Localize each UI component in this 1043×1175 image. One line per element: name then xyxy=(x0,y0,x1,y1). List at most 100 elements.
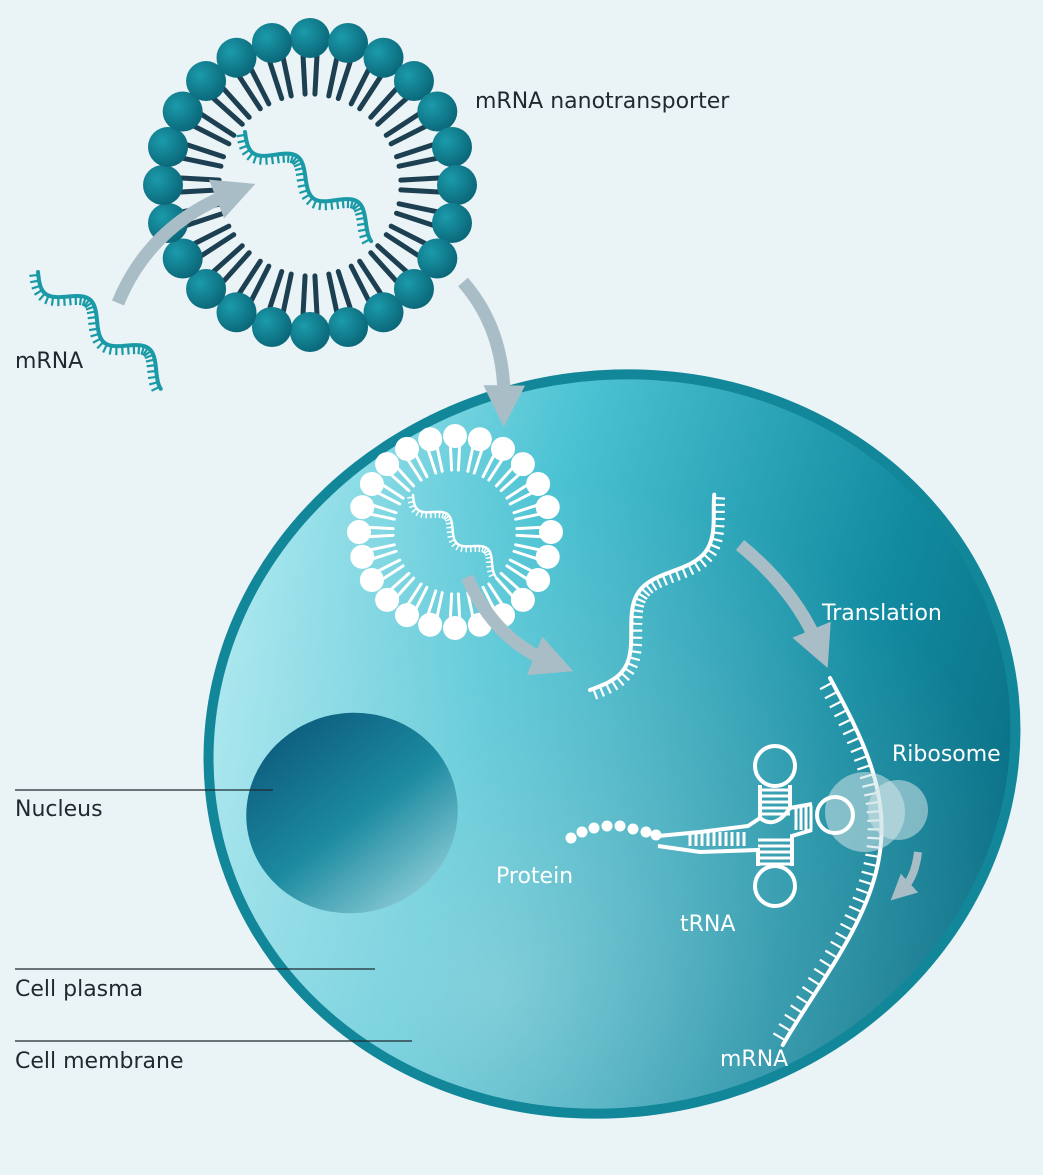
mrna-strand-released-base xyxy=(610,679,619,691)
inner-lipid-tail xyxy=(481,453,496,479)
mrna-strand-in-inner-transporter-base xyxy=(407,496,414,499)
mrna-strand-outside-base xyxy=(86,310,97,315)
mrna-strand-released-base xyxy=(698,557,707,568)
mrna-strand-translating-base xyxy=(772,1032,787,1042)
amino-acid-bead xyxy=(627,823,639,835)
mrna-strand-translating-base xyxy=(824,690,838,700)
mrna-strand-translating-base xyxy=(855,887,870,895)
inner-lipid-tail xyxy=(481,585,496,611)
mrna-strand-translating-base xyxy=(790,1004,804,1014)
inner-lipid-head xyxy=(443,424,467,448)
outer-lipid-head xyxy=(216,37,257,78)
mrna-strand-translating-base xyxy=(838,718,852,727)
outer-lipid-tail xyxy=(398,175,442,183)
mrna-strand-in-transporter-backbone xyxy=(243,130,374,244)
mrna-strand-outside-base xyxy=(121,345,124,356)
inner-lipid-tail xyxy=(514,512,541,521)
mrna-strand-in-inner-transporter-base xyxy=(446,531,453,534)
mrna-strand-in-transporter-base xyxy=(349,199,354,209)
outer-lipid-head xyxy=(186,268,227,309)
mrna-strand-translating-base xyxy=(861,870,876,877)
inner-lipid-head xyxy=(535,544,560,569)
mrna-strand-outside-base xyxy=(137,345,141,355)
mrna-strand-in-inner-transporter-base xyxy=(420,511,424,518)
mrna-strand-released-base xyxy=(712,531,724,535)
outer-lipid-head xyxy=(328,23,369,64)
mrna-strand-outside-base xyxy=(44,295,50,305)
mrna-strand-in-transporter-base xyxy=(357,228,368,233)
mrna-strand-in-transporter-base xyxy=(241,148,251,156)
mrna-strand-released-base xyxy=(687,564,695,576)
inner-lipid-tail xyxy=(426,448,438,475)
mrna-strand-released-base xyxy=(620,672,630,682)
inner-lipid-tail xyxy=(367,525,395,531)
cell-plasma-highlight xyxy=(213,379,1011,1109)
mrna-strand-outside-base xyxy=(148,381,159,386)
outer-lipid-tail xyxy=(396,201,439,215)
inner-lipid-head xyxy=(375,587,400,612)
mrna-strand-outside-base xyxy=(31,284,41,290)
inner-lipid-tail xyxy=(472,448,484,475)
mrna-strand-outside-base xyxy=(147,369,157,374)
outer-lipid-head xyxy=(162,238,203,279)
inner-lipid-tail xyxy=(376,558,402,573)
outer-lipid-tail xyxy=(237,74,263,112)
amino-acid-bead xyxy=(588,822,600,834)
mrna-strand-translating-base xyxy=(819,958,833,968)
mrna-strand-translating-base xyxy=(850,745,865,754)
outer-lipid-head xyxy=(393,61,434,102)
mrna-strand-outside-base xyxy=(96,341,105,350)
mrna-strand-outside-base xyxy=(85,305,95,311)
mrna-strand-translating-base xyxy=(824,949,838,959)
pointer-lines xyxy=(15,789,412,1042)
outer-lipid-head xyxy=(437,165,477,205)
mrna-strand-released-base xyxy=(711,537,723,543)
mrna-strand-in-transporter-base xyxy=(291,155,299,165)
inner-lipid-tail xyxy=(381,483,405,500)
outer-lipid-tail xyxy=(221,86,252,120)
outer-lipid-tail xyxy=(388,124,428,147)
outer-lipid-head xyxy=(363,37,404,78)
mrna-strand-in-inner-transporter-base xyxy=(408,504,416,509)
mrna-strand-outside-base xyxy=(88,321,98,326)
mrna-strand-in-transporter-base xyxy=(361,238,371,245)
cell xyxy=(203,369,1021,1119)
mrna-strand-in-transporter-base xyxy=(356,222,367,227)
amino-acid-bead xyxy=(601,820,613,832)
inner-lipid-head xyxy=(418,612,443,637)
mrna-strand-released-base xyxy=(604,683,612,694)
mrna-strand-released-base xyxy=(661,574,668,586)
inner-lipid-head xyxy=(467,427,492,452)
mrna-strand-outside-base xyxy=(33,289,43,296)
mrna-strand-in-transporter-base xyxy=(276,154,280,164)
label-nucleus: Nucleus xyxy=(15,797,103,822)
outer-lipid-head xyxy=(162,91,203,132)
outer-lipid-head xyxy=(186,61,227,102)
uptake-arrow xyxy=(111,179,256,306)
outer-lipid-tail xyxy=(357,74,383,112)
mrna-strand-released-base xyxy=(706,548,717,557)
inner-lipid-tail xyxy=(508,491,534,506)
outer-lipid-head xyxy=(148,126,189,167)
mrna-strand-released-base xyxy=(668,572,675,584)
outer-lipid-tail xyxy=(312,273,320,317)
mrna-strand-in-transporter-base xyxy=(293,162,303,168)
mrna-strand-released-base xyxy=(681,567,688,579)
inner-lipid-tail xyxy=(494,576,514,598)
outer-lipid-tail xyxy=(383,232,421,258)
inner-lipid-tail xyxy=(499,473,521,493)
mrna-strand-in-inner-transporter-base xyxy=(444,518,452,522)
mrna-strand-outside-base xyxy=(151,385,161,392)
label-mrna-outside: mRNA xyxy=(15,349,83,374)
mrna-strand-in-inner-transporter-base xyxy=(407,500,414,504)
inner-lipid-tail xyxy=(371,503,398,515)
mrna-strand-in-inner-transporter-base xyxy=(487,569,494,573)
mrna-strand-released-base xyxy=(598,685,605,697)
mrna-strand-released-base xyxy=(649,580,658,591)
release-arrow xyxy=(461,574,574,676)
mrna-strand-translating-base xyxy=(857,764,871,771)
outer-lipid-tail xyxy=(335,59,353,102)
mrna-strand-in-inner-transporter-base xyxy=(488,573,495,578)
outer-lipid-tail xyxy=(348,67,371,107)
mrna-strand-in-transporter-base xyxy=(239,144,249,150)
